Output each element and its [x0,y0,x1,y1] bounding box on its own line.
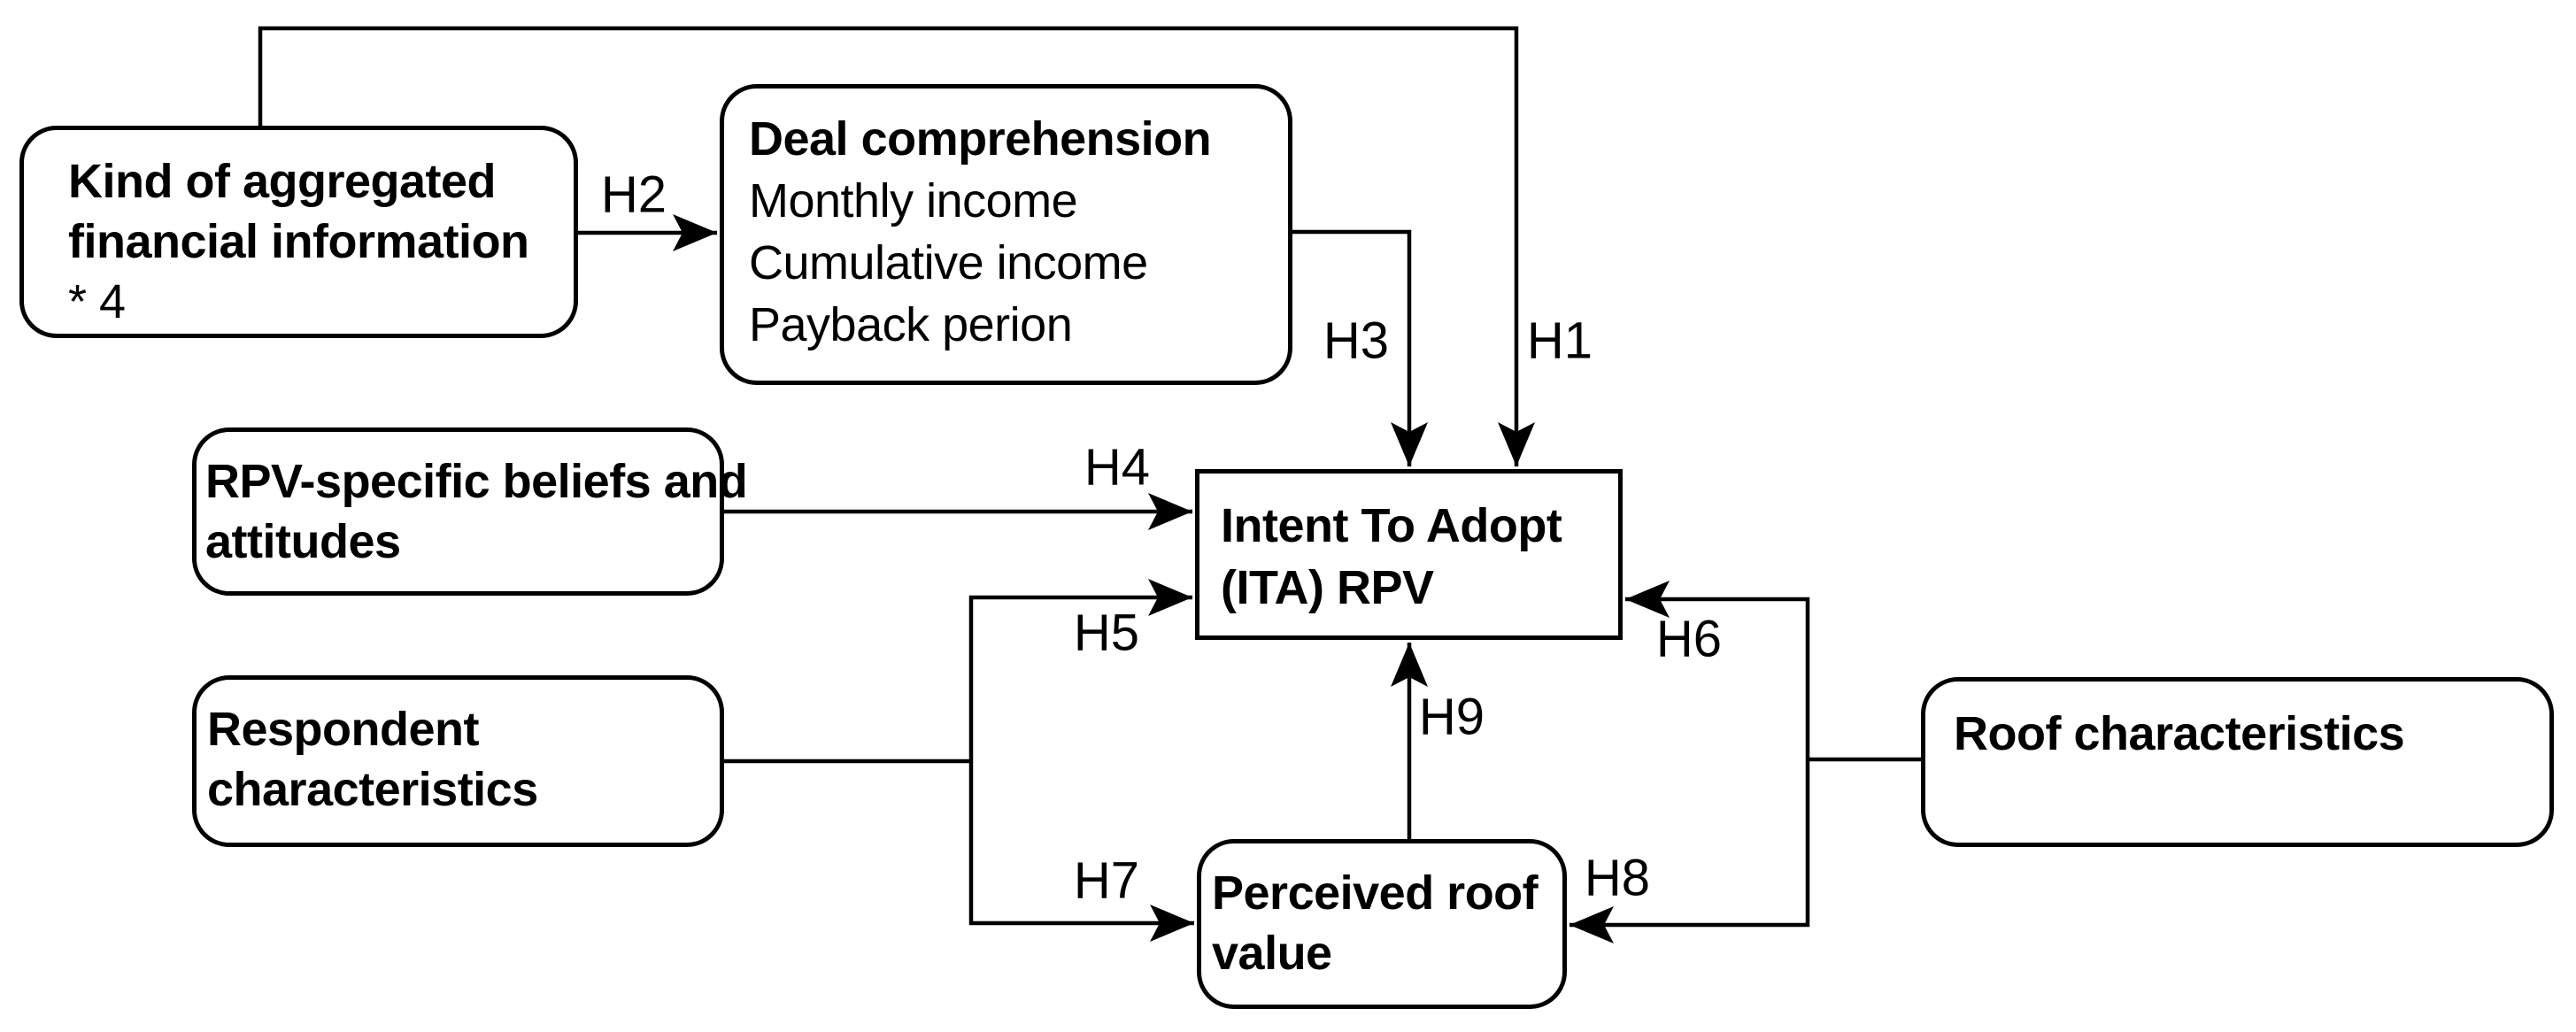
edge-h7-line [968,761,1194,942]
edge-label-h2: H2 [600,166,667,224]
node-kind-of-aggregated-financial-information: Kind of aggregated financial information… [19,126,578,338]
node-rpv-specific-beliefs-and-attitudes: RPV-specific beliefs and attitudes [192,427,748,596]
node-intent-to-adopt-line1: Intent To Adopt [1221,499,1562,552]
edge-label-h8: H8 [1584,849,1651,907]
edge-h3-line [1292,229,1428,466]
node-rpv-beliefs-line2: attitudes [205,515,401,568]
edge-label-h1: H1 [1526,312,1593,370]
edge-label-h4: H4 [1084,438,1151,497]
edge-h1-line [258,26,1535,466]
edge-label-h9: H9 [1418,688,1485,746]
node-roof-characteristics: Roof characteristics [1921,677,2554,847]
node-respondent-characteristics: Respondent characteristics [192,675,724,847]
node-deal-comprehension-item-cumulative-income: Cumulative income [749,236,1148,289]
edge-label-h6: H6 [1655,610,1723,668]
node-deal-comprehension-title: Deal comprehension [749,112,1212,166]
node-deal-comprehension-item-payback-period: Payback perion [749,298,1073,351]
edge-label-h7: H7 [1073,851,1140,910]
edge-h6-line [1625,581,1810,759]
node-respondent-line1: Respondent [207,703,480,756]
edge-label-h5: H5 [1073,604,1140,662]
node-kind-of-info-line1: Kind of aggregated [68,155,497,208]
node-kind-of-info-line2: financial information [68,215,529,268]
node-rpv-beliefs-line1: RPV-specific beliefs and [205,455,748,508]
edge-label-h3: H3 [1323,312,1390,370]
node-perceived-roof-value: Perceived roof value [1197,839,1567,1009]
node-roof-characteristics-line1: Roof characteristics [1954,707,2405,760]
node-deal-comprehension: Deal comprehension Monthly income Cumula… [720,84,1292,385]
node-perceived-roof-line2: value [1212,927,1332,980]
edge-h5-line [968,579,1192,761]
node-respondent-line2: characteristics [207,763,538,816]
node-intent-to-adopt-line2: (ITA) RPV [1221,561,1434,614]
edge-h8-line [1570,759,1810,943]
node-deal-comprehension-item-monthly-income: Monthly income [749,174,1078,227]
node-perceived-roof-line1: Perceived roof [1212,866,1539,920]
node-intent-to-adopt-ita-rpv: Intent To Adopt (ITA) RPV [1195,469,1623,640]
node-kind-of-info-note: * 4 [68,275,126,328]
